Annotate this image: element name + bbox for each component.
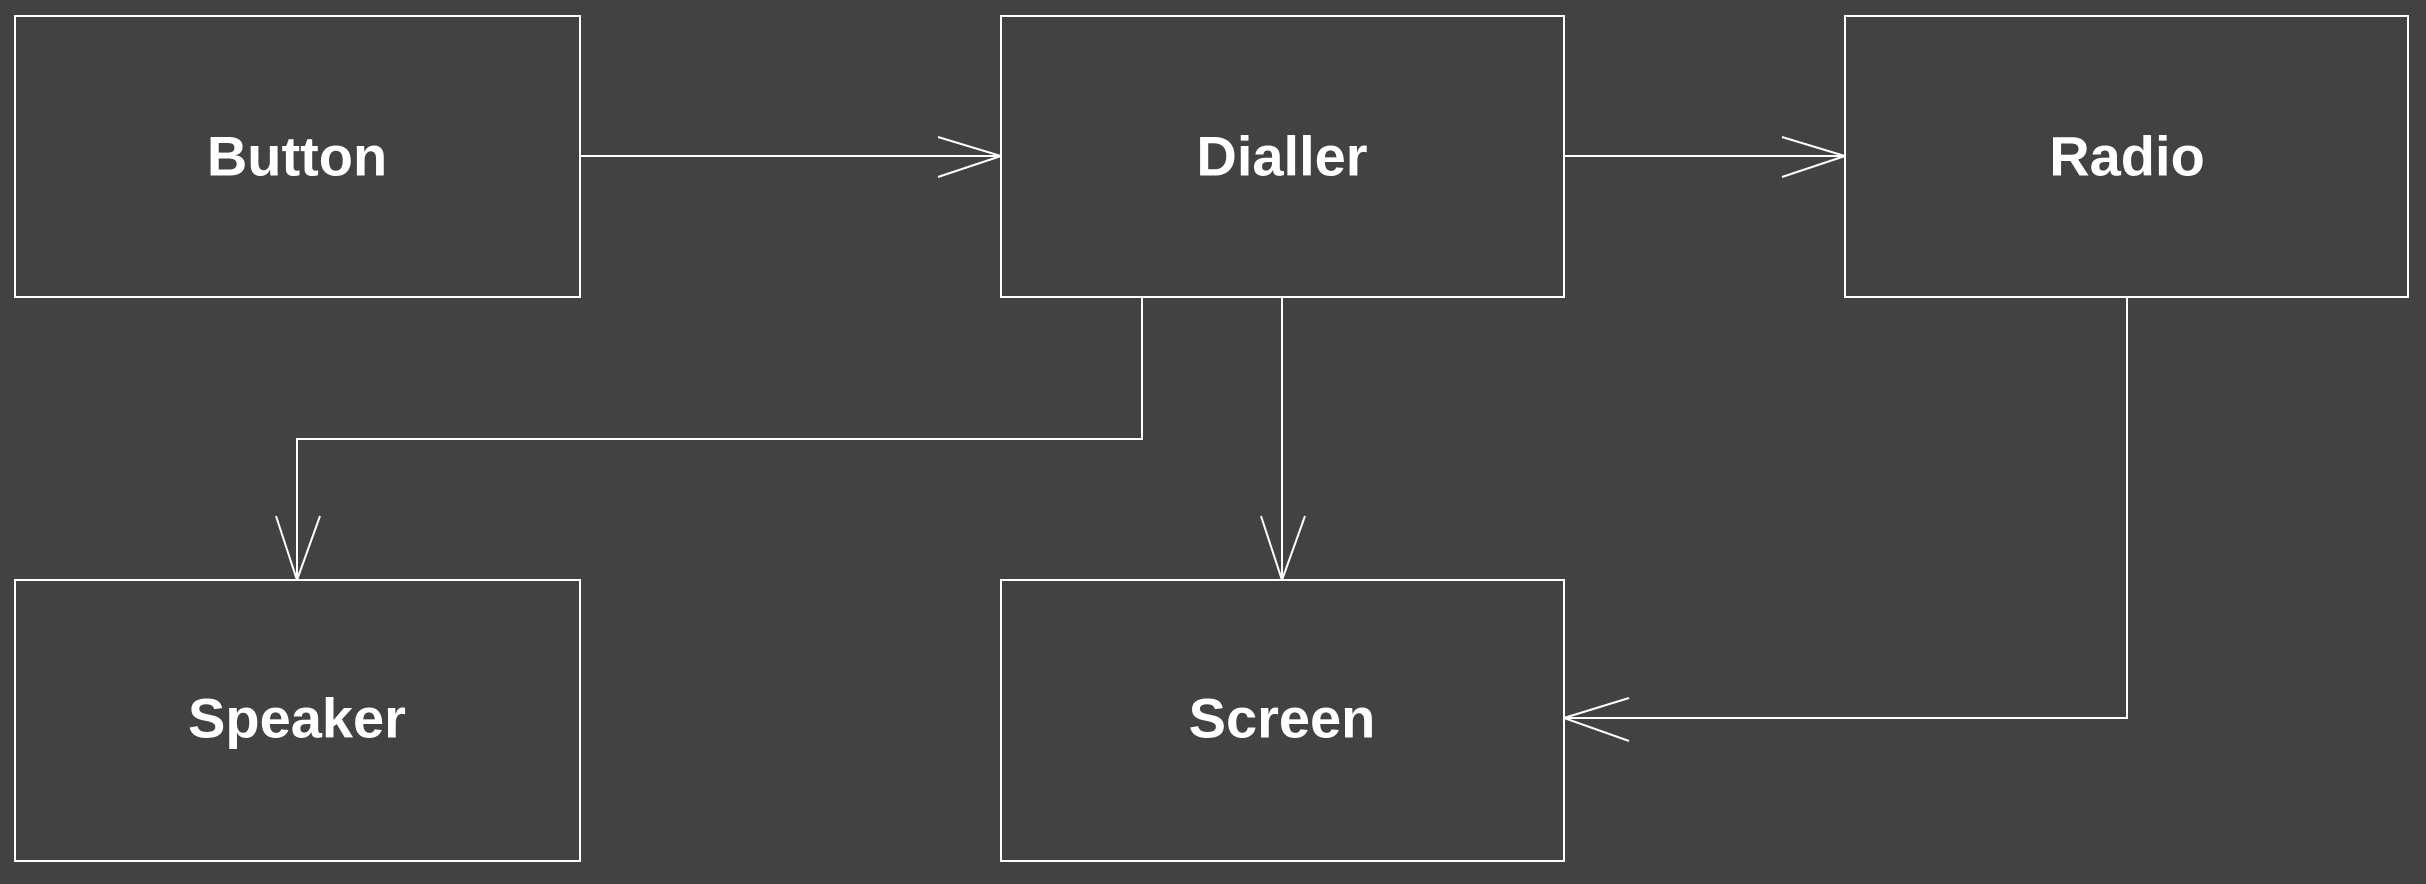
edge-dialler-to-radio [1564,136,1849,178]
node-radio[interactable]: Radio [1844,15,2409,298]
node-label-speaker: Speaker [188,687,406,750]
node-label-button: Button [207,125,387,188]
edge-radio-to-screen [1560,297,2128,742]
nodes: Button Dialler Radio Speaker Screen [14,15,2409,862]
node-label-screen: Screen [1189,687,1376,750]
edge-button-to-dialler [580,136,1005,178]
node-dialler[interactable]: Dialler [1000,15,1565,298]
edge-dialler-to-speaker [275,297,1143,584]
edge-dialler-to-screen [1260,297,1306,584]
node-label-dialler: Dialler [1196,125,1367,188]
node-button[interactable]: Button [14,15,581,298]
node-label-radio: Radio [2049,125,2205,188]
node-screen[interactable]: Screen [1000,579,1565,862]
arrow-head-icon [1560,697,1630,742]
node-speaker[interactable]: Speaker [14,579,581,862]
